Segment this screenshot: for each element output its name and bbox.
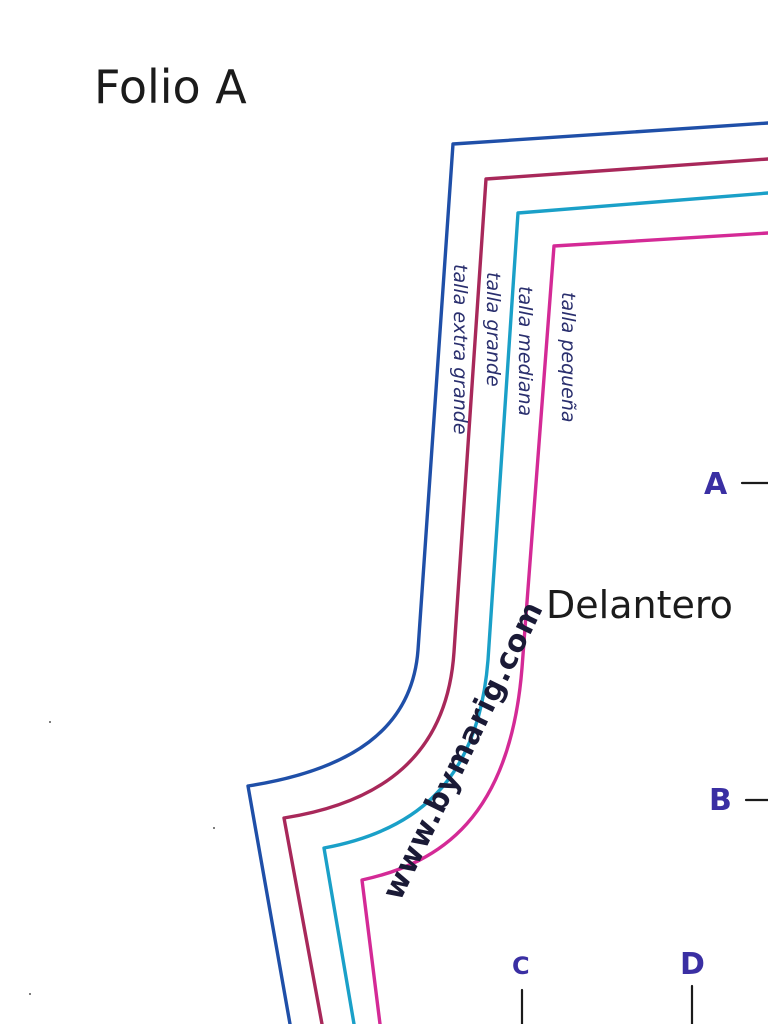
svg-text:A: A (704, 467, 728, 502)
page-title: Folio A (94, 60, 247, 114)
size-label-mediana: talla mediana (514, 286, 536, 416)
watermark-url: www.bymarig.com (376, 596, 551, 906)
marker-b: B (709, 783, 768, 818)
size-line-grande (282, 157, 768, 1024)
piece-name: Delantero (546, 583, 733, 627)
marker-d: D (680, 947, 705, 1024)
scan-speck (213, 827, 215, 829)
svg-text:B: B (709, 783, 732, 818)
marker-a: A (704, 467, 768, 502)
size-label-grande: talla grande (482, 272, 504, 387)
size-line-extra-grande (246, 121, 768, 1024)
size-line-pequena (360, 231, 768, 1024)
svg-text:C: C (512, 952, 530, 980)
svg-text:D: D (680, 947, 705, 982)
size-label-pequena: talla pequeña (557, 292, 579, 423)
size-label-extra-grande: talla extra grande (449, 264, 471, 435)
scan-speck (49, 721, 51, 723)
scan-speck (29, 993, 31, 995)
size-line-mediana (322, 191, 768, 1024)
marker-c: C (512, 952, 530, 1024)
